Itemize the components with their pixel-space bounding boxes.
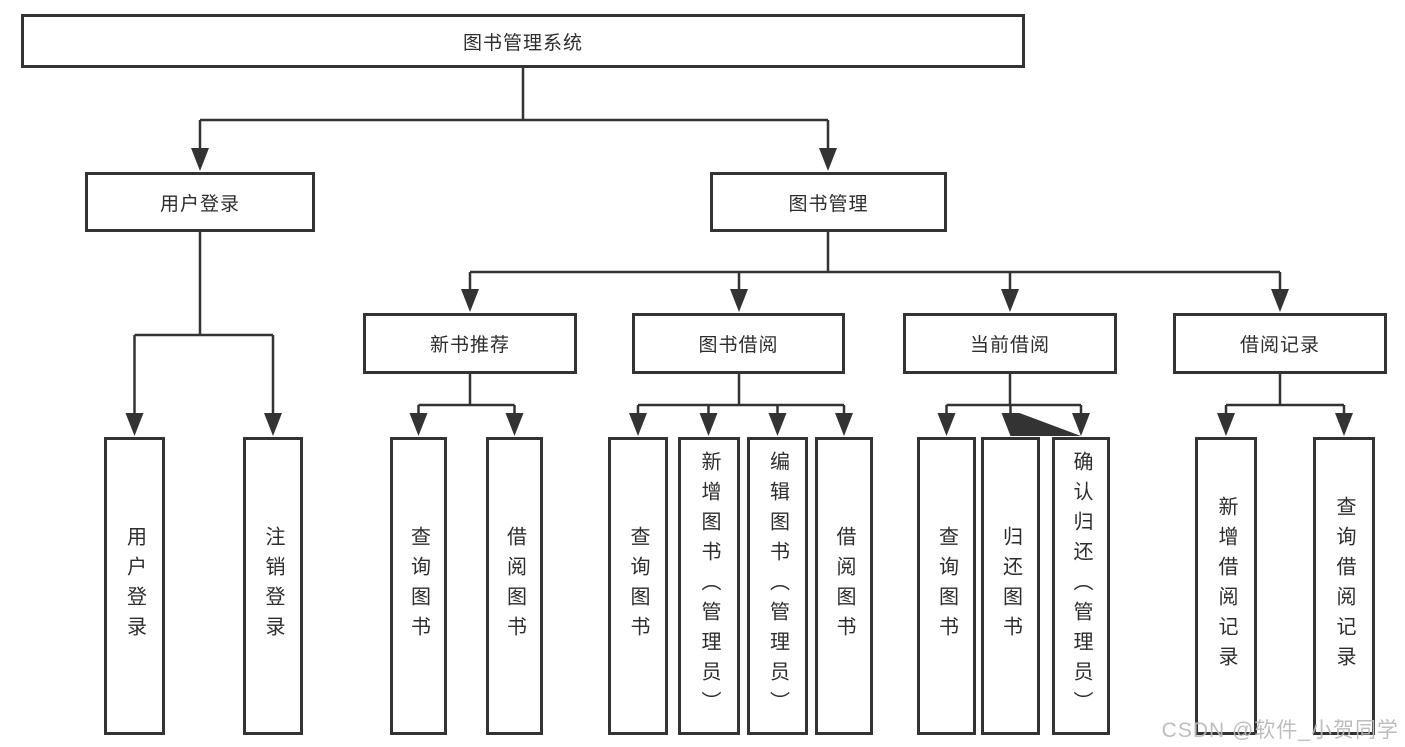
leaf-borrow-books-recommend-label: 借阅图书 (503, 526, 526, 646)
node-root: 图书管理系统 (21, 14, 1025, 68)
leaf-user-login-label: 用户登录 (123, 526, 146, 646)
leaf-borrow-books-borrowing-label: 借阅图书 (833, 526, 855, 646)
watermark: CSDN @软件_小贺同学 (1161, 719, 1399, 742)
leaf-query-books-borrowing-label: 查询图书 (627, 526, 649, 646)
leaf-query-books-current: 查询图书 (917, 437, 976, 735)
leaf-query-books-recommend: 查询图书 (390, 437, 447, 735)
node-user-login-group-label: 用户登录 (159, 193, 240, 215)
node-new-book-recommend: 新书推荐 (363, 313, 577, 374)
leaf-query-books-borrowing: 查询图书 (608, 437, 668, 735)
leaf-add-books-admin: 新增图书（管理员） (678, 437, 740, 735)
leaf-return-books: 归还图书 (981, 437, 1040, 735)
leaf-user-login: 用户登录 (104, 437, 165, 735)
node-new-book-recommend-label: 新书推荐 (429, 335, 510, 356)
leaf-query-books-current-label: 查询图书 (935, 526, 958, 646)
node-borrowing-records: 借阅记录 (1173, 313, 1387, 374)
leaf-query-borrow-record: 查询借阅记录 (1313, 437, 1375, 735)
node-book-management-label: 图书管理 (788, 193, 869, 215)
node-user-login-group: 用户登录 (85, 172, 315, 232)
node-current-borrowing-label: 当前借阅 (969, 335, 1050, 356)
leaf-borrow-books-borrowing: 借阅图书 (815, 437, 873, 735)
leaf-query-books-recommend-label: 查询图书 (407, 526, 430, 646)
leaf-add-books-admin-label: 新增图书（管理员） (698, 451, 720, 721)
leaf-confirm-return-admin: 确认归还（管理员） (1052, 437, 1110, 735)
leaf-return-books-label: 归还图书 (999, 526, 1022, 646)
leaf-add-borrow-record: 新增借阅记录 (1195, 437, 1257, 735)
leaf-confirm-return-admin-label: 确认归还（管理员） (1070, 451, 1092, 721)
leaf-edit-books-admin-label: 编辑图书（管理员） (766, 451, 789, 721)
leaf-borrow-books-recommend: 借阅图书 (486, 437, 543, 735)
node-book-borrowing: 图书借阅 (632, 313, 845, 374)
node-current-borrowing: 当前借阅 (903, 313, 1117, 374)
leaf-logout: 注销登录 (243, 437, 303, 735)
leaf-add-borrow-record-label: 新增借阅记录 (1215, 496, 1237, 676)
node-book-borrowing-label: 图书借阅 (698, 335, 779, 356)
leaf-edit-books-admin: 编辑图书（管理员） (747, 437, 808, 735)
node-root-label: 图书管理系统 (462, 32, 583, 54)
node-borrowing-records-label: 借阅记录 (1239, 335, 1320, 356)
leaf-query-borrow-record-label: 查询借阅记录 (1333, 496, 1355, 676)
node-book-management: 图书管理 (710, 172, 947, 232)
leaf-logout-label: 注销登录 (262, 526, 284, 646)
